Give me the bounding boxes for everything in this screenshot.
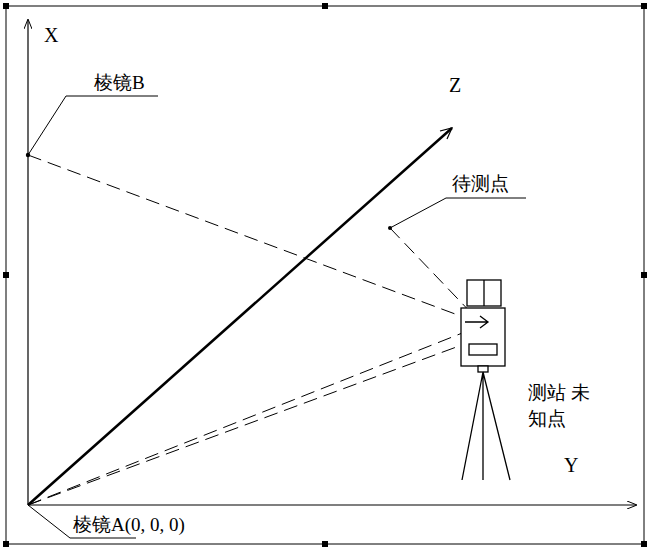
axis-label: Z [449,74,461,97]
prism-label: 棱镜B [94,72,145,94]
sight-lines [28,155,482,505]
x-axis [27,20,28,505]
axis-label: X [44,24,58,47]
station-label: 测站 未知点 [528,380,608,431]
y-axis [28,504,636,505]
total-station [461,280,510,480]
z-axis [28,128,452,505]
prism-label: 棱镜A(0, 0, 0) [73,514,185,536]
leader-lines [28,96,526,538]
frame-handles [3,3,647,547]
axis-label: Y [564,454,578,477]
z-arrowhead [440,128,452,139]
frame [6,6,644,544]
target-label: 待测点 [452,173,509,195]
